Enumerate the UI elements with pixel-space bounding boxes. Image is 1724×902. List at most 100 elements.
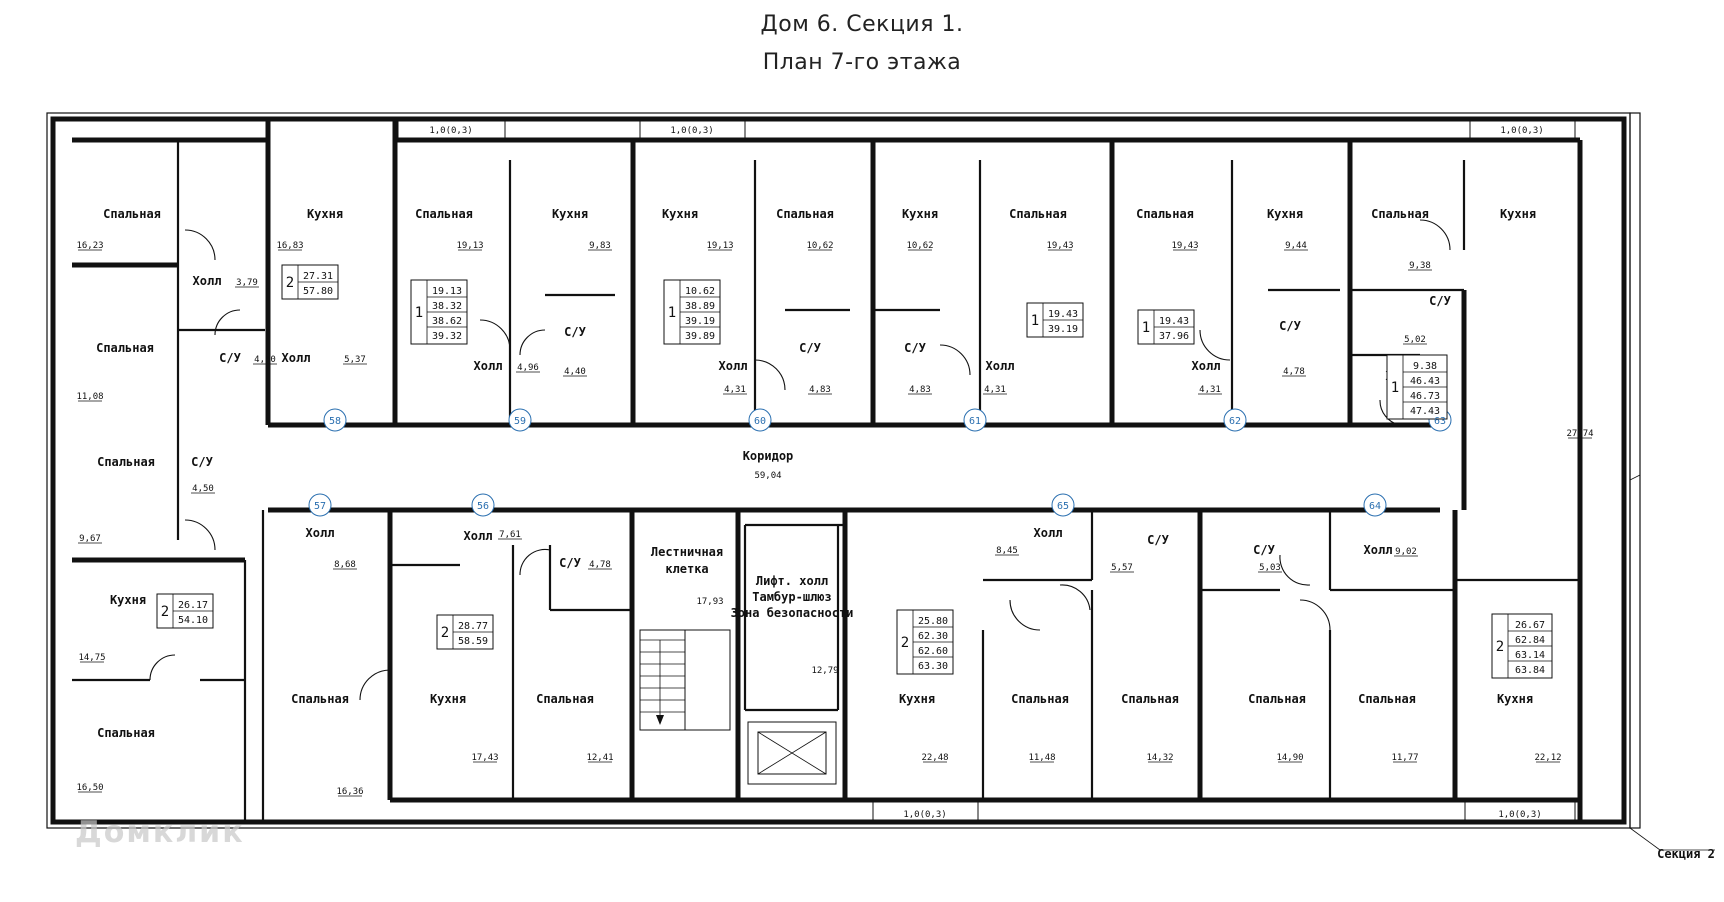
room-label: Кухня	[1267, 207, 1303, 221]
room-label: Спальная	[96, 341, 154, 355]
room-label: Кухня	[430, 692, 466, 706]
apartment-number: 57	[314, 501, 326, 512]
room-area: 5,37	[344, 355, 366, 365]
balcony-dimension: 1,0(0,3)	[429, 126, 472, 136]
doors	[149, 219, 1451, 701]
room-area: 9,67	[79, 534, 101, 544]
room-area: 16,36	[336, 787, 363, 797]
room-label: С/У	[904, 341, 926, 355]
apartment-area-value: 47.43	[1410, 406, 1440, 417]
apartment-number: 61	[969, 416, 981, 427]
balcony-dimension: 1,0(0,3)	[903, 810, 946, 820]
room-area: 4,83	[809, 385, 831, 395]
corridor-area: 59,04	[754, 471, 781, 481]
room-label: Спальная	[1136, 207, 1194, 221]
room-label: Кухня	[662, 207, 698, 221]
room-label: Спальная	[415, 207, 473, 221]
room-area: 7,61	[499, 530, 521, 540]
room-area: 19,13	[706, 241, 733, 251]
balconies	[397, 117, 1576, 823]
room-area: 14,90	[1276, 753, 1303, 763]
room-area: 9,02	[1395, 547, 1417, 557]
room-area: 8,45	[996, 546, 1018, 556]
balcony-dimension: 1,0(0,3)	[1498, 810, 1541, 820]
lift-hall-area: 12,79	[811, 666, 838, 676]
apartment-number: 65	[1057, 501, 1069, 512]
break-mark	[1629, 474, 1641, 481]
apartment-number: 56	[477, 501, 489, 512]
room-area: 11,08	[76, 392, 103, 402]
apartment-area-value: 39.89	[685, 331, 715, 342]
room-label: Холл	[464, 529, 493, 543]
room-label: Спальная	[97, 726, 155, 740]
apartment-area-value: 25.80	[918, 616, 948, 627]
room-label: Холл	[474, 359, 503, 373]
room-label: Кухня	[899, 692, 935, 706]
room-label: Спальная	[1248, 692, 1306, 706]
plan-subtitle: План 7-го этажа	[762, 50, 962, 75]
apartment-area-value: 62.60	[918, 646, 948, 657]
room-area: 4,40	[564, 367, 586, 377]
lift-hall-label: Зона безопасности	[731, 606, 854, 620]
apartment-area-value: 63.14	[1515, 650, 1545, 661]
apartment-area-value: 19.13	[432, 286, 462, 297]
room-label: Кухня	[1497, 692, 1533, 706]
room-area: 17,43	[471, 753, 498, 763]
room-area: 10,62	[906, 241, 933, 251]
room-label: Холл	[1034, 526, 1063, 540]
section-2-label: Секция 2	[1657, 847, 1715, 861]
south-partitions	[72, 425, 1580, 825]
lift-hall-label: Лифт. холл	[756, 574, 828, 588]
room-label: Спальная	[776, 207, 834, 221]
room-label: Кухня	[552, 207, 588, 221]
room-area: 16,23	[76, 241, 103, 251]
room-area: 16,83	[276, 241, 303, 251]
apartment-room-count: 1	[415, 305, 423, 321]
apartment-room-count: 2	[161, 604, 169, 620]
room-area: 5,57	[1111, 563, 1133, 573]
room-label: С/У	[564, 325, 586, 339]
room-area: 19,43	[1171, 241, 1198, 251]
apartment-room-count: 1	[1391, 380, 1399, 396]
room-label: Спальная	[1371, 207, 1429, 221]
room-area: 4,50	[192, 484, 214, 494]
room-label: Спальная	[1358, 692, 1416, 706]
apartment-room-count: 1	[1142, 320, 1150, 336]
outer-wall	[50, 116, 1627, 825]
apartment-area-value: 63.84	[1515, 665, 1545, 676]
room-area: 3,79	[236, 278, 258, 288]
apartment-room-count: 2	[901, 635, 909, 651]
room-label: С/У	[219, 351, 241, 365]
room-area: 22,12	[1534, 753, 1561, 763]
room-area: 16,50	[76, 783, 103, 793]
room-label: Холл	[282, 351, 311, 365]
room-label: С/У	[559, 556, 581, 570]
apartment-area-value: 62.84	[1515, 635, 1545, 646]
apartment-room-count: 1	[668, 305, 676, 321]
room-area: 19,43	[1046, 241, 1073, 251]
section-leader	[1629, 827, 1661, 851]
room-label: Спальная	[1009, 207, 1067, 221]
room-area: 4,31	[724, 385, 746, 395]
apartment-area-value: 39.19	[685, 316, 715, 327]
apartment-area-value: 19.43	[1048, 309, 1078, 320]
apartment-area-value: 63.30	[918, 661, 948, 672]
room-area: 11,77	[1391, 753, 1418, 763]
room-area: 27,74	[1566, 429, 1593, 439]
room-label: С/У	[1429, 294, 1451, 308]
room-label: Кухня	[902, 207, 938, 221]
room-label: Спальная	[1011, 692, 1069, 706]
room-area: 4,78	[589, 560, 611, 570]
corridor-label: Коридор	[743, 449, 794, 463]
room-label: Холл	[306, 526, 335, 540]
room-area: 9,44	[1285, 241, 1307, 251]
apartment-area-value: 39.19	[1048, 324, 1078, 335]
apartment-area-value: 38.32	[432, 301, 462, 312]
room-label: Холл	[719, 359, 748, 373]
room-label: С/У	[1147, 533, 1169, 547]
apartment-number: 59	[514, 416, 526, 427]
room-label: Холл	[193, 274, 222, 288]
apartment-area-value: 46.73	[1410, 391, 1440, 402]
room-area: 4,31	[1199, 385, 1221, 395]
